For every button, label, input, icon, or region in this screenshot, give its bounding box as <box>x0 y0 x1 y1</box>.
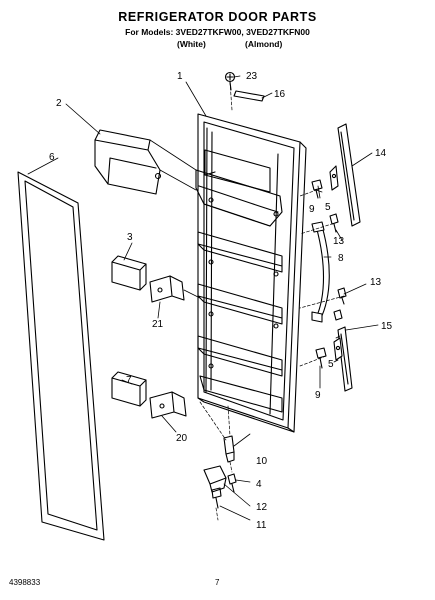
top-cap-screw <box>224 71 236 91</box>
door-gasket <box>17 171 105 541</box>
dairy-door <box>94 129 197 195</box>
callout-13-lower: 13 <box>370 277 382 288</box>
shelf-end-cap-lower <box>111 371 147 407</box>
callout-23: 23 <box>246 71 258 82</box>
callout-14: 14 <box>375 148 387 159</box>
callout-5-upper: 5 <box>325 202 331 213</box>
bottom-hinge-bolt <box>211 487 222 509</box>
callout-7: 7 <box>126 375 132 386</box>
shelf-retainer-lower <box>149 391 187 419</box>
callout-16: 16 <box>274 89 286 100</box>
callout-1: 1 <box>177 71 183 82</box>
model-numbers: For Models: 3VED27TKFW00, 3VED27TKFN00 <box>125 27 310 37</box>
callout-12: 12 <box>256 502 268 513</box>
variant-white: (White) <box>177 39 206 49</box>
door-handle <box>311 221 330 323</box>
callout-2: 2 <box>56 98 62 109</box>
shelf-retainer-upper <box>149 275 201 303</box>
callout-13-upper: 13 <box>333 236 345 247</box>
variant-almond: (Almond) <box>245 39 283 49</box>
callout-4: 4 <box>256 479 262 490</box>
callout-20: 20 <box>176 433 188 444</box>
callout-15: 15 <box>381 321 393 332</box>
door-panel <box>195 113 307 433</box>
top-plug <box>233 90 265 102</box>
upper-hinge-hardware <box>311 165 339 233</box>
callout-21: 21 <box>152 319 164 330</box>
callout-6: 6 <box>49 152 55 163</box>
trim-strip-lower <box>337 326 353 392</box>
document-number: 4398833 <box>9 578 41 587</box>
trim-strip-upper <box>337 123 361 227</box>
diagram-title: REFRIGERATOR DOOR PARTS <box>118 10 317 24</box>
leader-lines <box>27 75 379 521</box>
page-number: 7 <box>215 578 220 587</box>
callout-10: 10 <box>256 456 268 467</box>
lower-hinge-hardware <box>315 287 347 369</box>
shelf-end-cap-upper <box>111 255 147 291</box>
callout-9-upper: 9 <box>309 204 315 215</box>
callout-9-lower: 9 <box>315 390 321 401</box>
bottom-hinge-bushing <box>223 435 235 463</box>
callout-8: 8 <box>338 253 344 264</box>
assembly-lines <box>199 81 345 521</box>
callout-11: 11 <box>256 520 267 531</box>
bottom-hinge-screw <box>227 473 237 493</box>
callout-3: 3 <box>127 232 133 243</box>
bottom-hinge-bracket <box>203 465 227 493</box>
callout-5-lower: 5 <box>328 359 334 370</box>
